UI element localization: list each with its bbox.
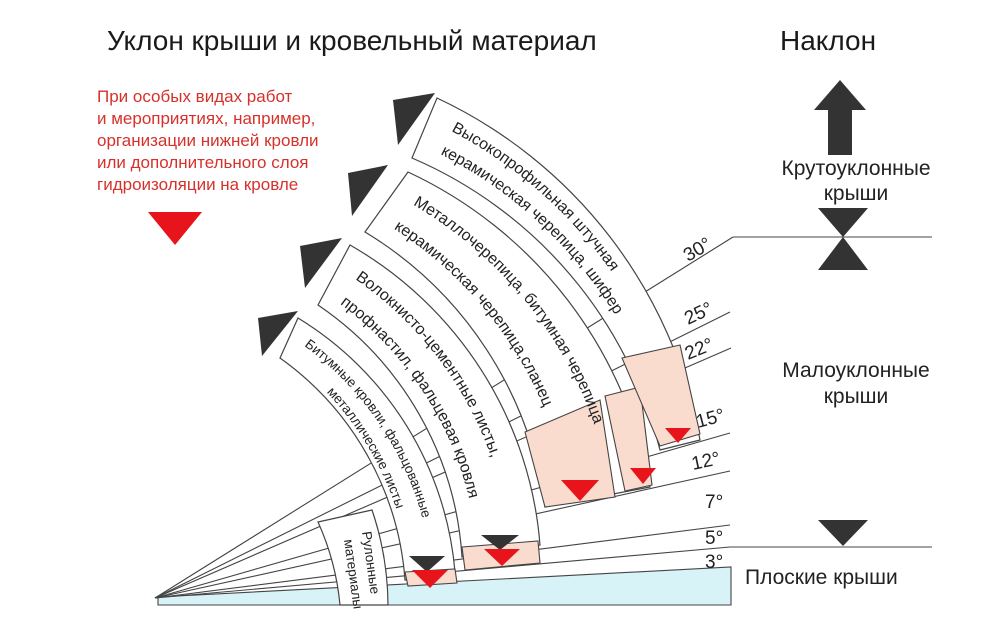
- arrowhead-icon: [258, 311, 298, 356]
- degree-label-22: 22°: [682, 334, 717, 364]
- hourglass-icon: [818, 208, 868, 270]
- flat-roof-wedge: [157, 566, 732, 606]
- red-triangle-icon: [630, 468, 656, 484]
- steep-roofs-line1: Крутоуклонные: [781, 157, 930, 180]
- low-slope-roofs-line2: крыши: [824, 385, 889, 408]
- note-line: гидроизоляции на кровле: [97, 175, 298, 194]
- black-triangle-icon: [409, 556, 445, 572]
- degree-label-15: 15°: [694, 405, 727, 433]
- special-conditions-note: При особых видах работ и мероприятиях, н…: [97, 87, 319, 194]
- arrowhead-icon: [300, 238, 342, 288]
- flat-roofs-label: Плоские крыши: [745, 566, 898, 589]
- degree-label-7: 7°: [705, 492, 723, 513]
- degree-label-3: 3°: [705, 552, 723, 573]
- low-slope-roofs-line1: Малоуклонные: [782, 359, 929, 382]
- degree-label-25: 25°: [681, 298, 716, 329]
- degree-label-30: 30°: [680, 234, 715, 267]
- up-arrow-icon: [814, 80, 866, 155]
- red-triangle-icon: [665, 428, 691, 443]
- red-triangle-legend-icon: [148, 212, 202, 245]
- band-roll-materials: [317, 509, 389, 606]
- black-triangle-icon: [481, 535, 519, 550]
- down-triangle-icon: [818, 520, 868, 546]
- note-line: При особых видах работ: [97, 87, 293, 106]
- red-triangle-icon: [561, 480, 599, 501]
- slope-title: Наклон: [780, 25, 876, 56]
- highlight-box: [604, 386, 653, 492]
- red-triangle-icon: [412, 570, 448, 588]
- degree-label-5: 5°: [705, 528, 723, 549]
- material-band: [317, 244, 541, 558]
- degree-label-12: 12°: [690, 448, 722, 475]
- highlight-box: [621, 344, 701, 447]
- red-triangle-icon: [484, 549, 520, 566]
- steep-roofs-line2: крыши: [824, 182, 889, 205]
- arrowhead-icon: [348, 165, 388, 216]
- note-line: и мероприятиях, например,: [97, 109, 315, 128]
- note-line: или дополнительного слоя: [97, 153, 308, 172]
- note-line: организации нижней кровли: [97, 131, 319, 150]
- arrowhead-icon: [393, 93, 435, 145]
- diagram-title: Уклон крыши и кровельный материал: [107, 25, 597, 56]
